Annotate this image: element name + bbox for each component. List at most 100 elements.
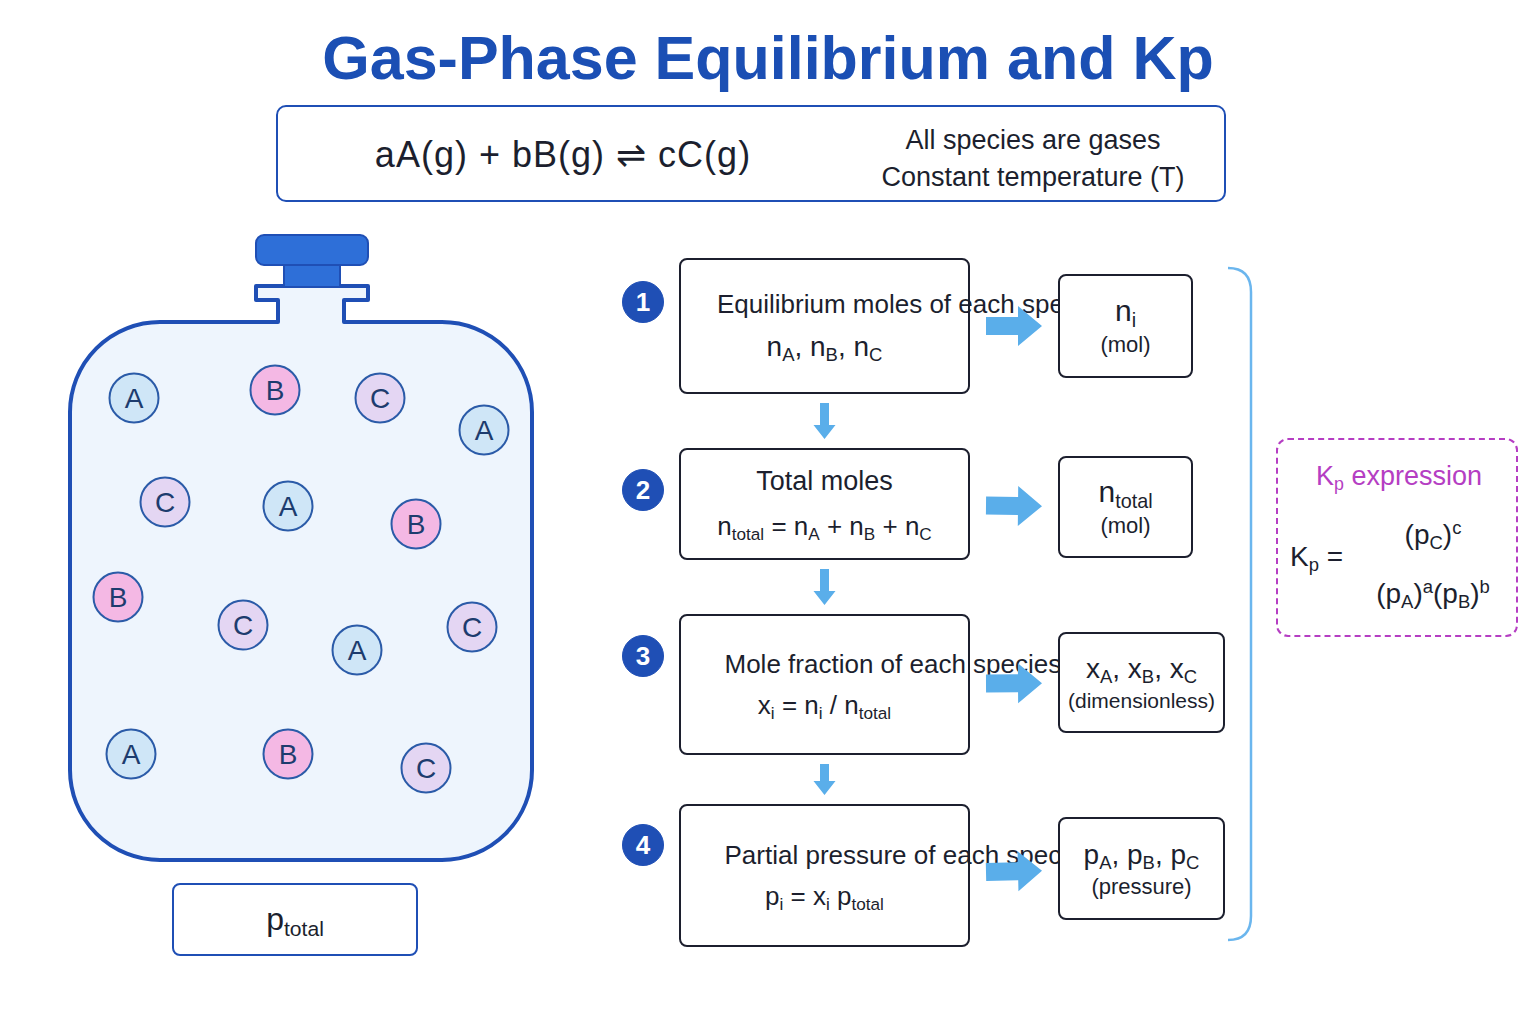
text-run: , p	[1111, 839, 1142, 870]
diagram-title: Gas-Phase Equilibrium and Kp	[0, 22, 1536, 94]
result-unit: (mol)	[1100, 512, 1150, 540]
text-run: + n	[875, 511, 919, 541]
text-run: 4	[636, 830, 650, 860]
text-run: Constant temperature (T)	[881, 162, 1184, 192]
species-letter: C	[233, 608, 253, 643]
text-run: (p	[1376, 578, 1401, 609]
circle-shape	[460, 406, 509, 455]
text-run: , x	[1112, 653, 1142, 684]
molecule-circle: C	[217, 599, 269, 651]
callout-number: 3	[636, 640, 650, 673]
text-run: = x	[783, 881, 826, 911]
text-run: p	[1084, 839, 1100, 870]
text-run: n	[717, 511, 731, 541]
text-run: p	[830, 881, 852, 911]
total-pressure-label: ptotal	[266, 899, 324, 939]
subscript-run: i	[819, 702, 823, 722]
reaction-equation: aA(g) + bB(g) ⇌ cC(g)	[318, 133, 808, 177]
subscript-run: B	[1142, 666, 1154, 687]
circle-shape	[94, 573, 143, 622]
species-letter: A	[348, 633, 367, 668]
text-run: , n	[794, 331, 825, 362]
subscript-run: A	[808, 524, 819, 544]
flow-arrow	[986, 486, 1042, 526]
text-run: )	[1443, 519, 1452, 550]
callout-number: 1	[636, 286, 650, 319]
circle-shape	[110, 374, 159, 423]
flow-arrow	[814, 403, 836, 439]
text-run: All species are gases	[905, 125, 1160, 155]
process-box: Partial pressure of each speciespi = xi …	[679, 804, 970, 947]
condition-note: All species are gases	[853, 123, 1213, 157]
text-run: Gas-Phase Equilibrium and Kp	[322, 24, 1213, 92]
subscript-run: C	[1430, 532, 1443, 553]
molecule-circle: B	[92, 571, 144, 623]
subscript-run: C	[919, 524, 931, 544]
text-run: C	[416, 753, 436, 784]
formula-numerator: (pC)c	[1358, 518, 1508, 553]
text-run: )	[1470, 578, 1479, 609]
subscript-run: total	[284, 917, 324, 940]
species-letter: A	[125, 381, 144, 416]
step-heading: Equilibrium moles of each species	[717, 288, 932, 320]
step-number: 2	[621, 468, 665, 512]
text-run: + n	[820, 511, 864, 541]
subscript-run: B	[826, 344, 838, 365]
text-run: A	[475, 415, 494, 446]
text-run: n	[1115, 294, 1132, 327]
subscript-run: total	[859, 702, 891, 722]
text-run: x	[1086, 653, 1100, 684]
step-heading: Mole fraction of each species	[725, 648, 925, 680]
text-run: , p	[1155, 839, 1186, 870]
result-box: xA, xB, xC(dimensionless)	[1058, 632, 1225, 733]
text-run: n	[1098, 475, 1115, 508]
molecule-circle: C	[446, 601, 498, 653]
flask-stopper-cap	[256, 235, 368, 265]
subscript-run: A	[782, 344, 794, 365]
text-run: K	[1290, 541, 1309, 572]
step-number: 3	[621, 634, 665, 678]
text-run: C	[155, 487, 175, 518]
step-formula: nA, nB, nC	[767, 330, 883, 365]
text-run: B	[279, 739, 298, 770]
process-box: Mole fraction of each speciesxi = ni / n…	[679, 614, 970, 755]
text-run: (mol)	[1100, 332, 1150, 357]
kp-expression-box: Kp expressionKp =(pC)c(pA)a(pB)b	[1276, 438, 1518, 637]
text-run: 2	[636, 475, 650, 505]
circle-shape	[623, 825, 664, 866]
circle-shape	[448, 603, 497, 652]
subscript-run: p	[1309, 554, 1319, 575]
subscript-run: C	[1184, 666, 1197, 687]
text-run: A	[279, 491, 298, 522]
text-run: )	[1413, 578, 1422, 609]
text-run: A	[122, 739, 141, 770]
result-symbol: ntotal	[1098, 474, 1152, 511]
callout-number: 2	[636, 474, 650, 507]
subscript-run: i	[780, 893, 784, 913]
circle-shape	[623, 636, 664, 677]
subscript-run: B	[1458, 591, 1470, 612]
text-run: A	[348, 635, 367, 666]
molecule-circle: A	[458, 404, 510, 456]
text-run: K	[1316, 461, 1334, 491]
circle-shape	[264, 482, 313, 531]
molecule-circle: A	[105, 728, 157, 780]
text-run: 3	[636, 641, 650, 671]
text-run: B	[109, 582, 128, 613]
species-letter: B	[109, 580, 128, 615]
superscript-run: b	[1480, 576, 1490, 597]
step-number: 4	[621, 823, 665, 867]
text-run: p	[765, 881, 779, 911]
text-run: C	[370, 383, 390, 414]
circle-shape	[392, 500, 441, 549]
flask-outline	[70, 286, 532, 860]
circle-shape	[333, 626, 382, 675]
process-box: Total molesntotal = nA + nB + nC	[679, 448, 970, 560]
subscript-run: i	[826, 893, 830, 913]
molecule-circle: A	[108, 372, 160, 424]
process-box: Equilibrium moles of each species nA, nB,…	[679, 258, 970, 394]
step-heading: Partial pressure of each species	[725, 839, 925, 871]
step-formula: ntotal = nA + nB + nC	[717, 509, 931, 543]
species-letter: A	[475, 413, 494, 448]
species-letter: A	[122, 737, 141, 772]
